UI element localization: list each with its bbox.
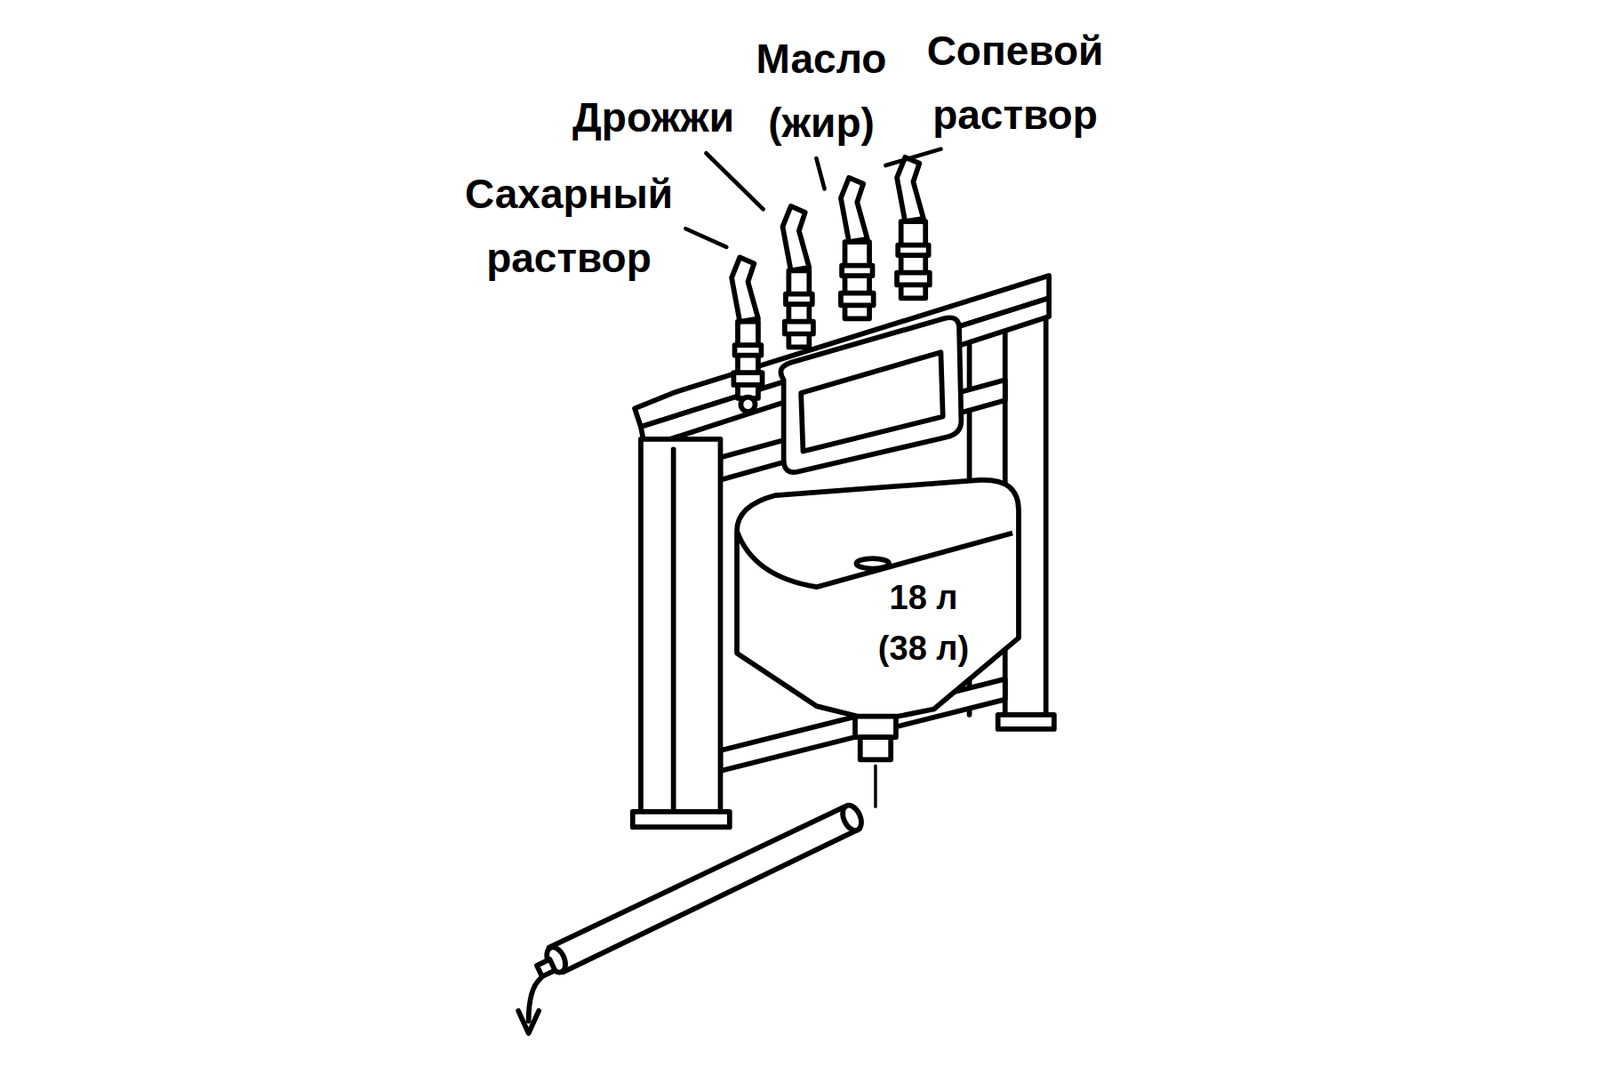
frame-leg	[640, 439, 721, 817]
tank-body	[736, 480, 1019, 717]
tank-opening	[856, 558, 889, 568]
valve	[782, 206, 813, 347]
valve	[731, 256, 762, 411]
pipe-outlet	[536, 959, 555, 976]
flow-arrowhead	[518, 1010, 539, 1033]
part-label: Сахарный раствор	[448, 161, 689, 290]
drip-line	[873, 765, 877, 807]
tank-outline	[729, 459, 1026, 720]
leader-line	[685, 228, 727, 248]
dosing-panel-face	[800, 352, 944, 451]
valve	[840, 177, 874, 319]
part-label: Дрожжи	[546, 85, 760, 150]
frame-foot	[632, 811, 730, 827]
pipe-end	[839, 801, 865, 833]
valve	[896, 157, 930, 298]
volume-label: 18 л	[834, 576, 1013, 618]
leader-line	[816, 158, 824, 189]
frame-leg-edge	[671, 448, 677, 812]
nozzle	[860, 736, 891, 760]
tank: 18 л (38 л)	[729, 459, 1026, 720]
leader-line	[705, 152, 763, 209]
part-label: Масло (жир)	[719, 26, 924, 155]
tank-lid-edge	[736, 530, 1013, 587]
frame-foot	[998, 714, 1055, 729]
outlet-pipe	[549, 806, 860, 972]
leader-line	[885, 149, 941, 166]
volume-label: (38 л)	[834, 627, 1013, 669]
part-label: Сопевой раствор	[912, 18, 1118, 147]
